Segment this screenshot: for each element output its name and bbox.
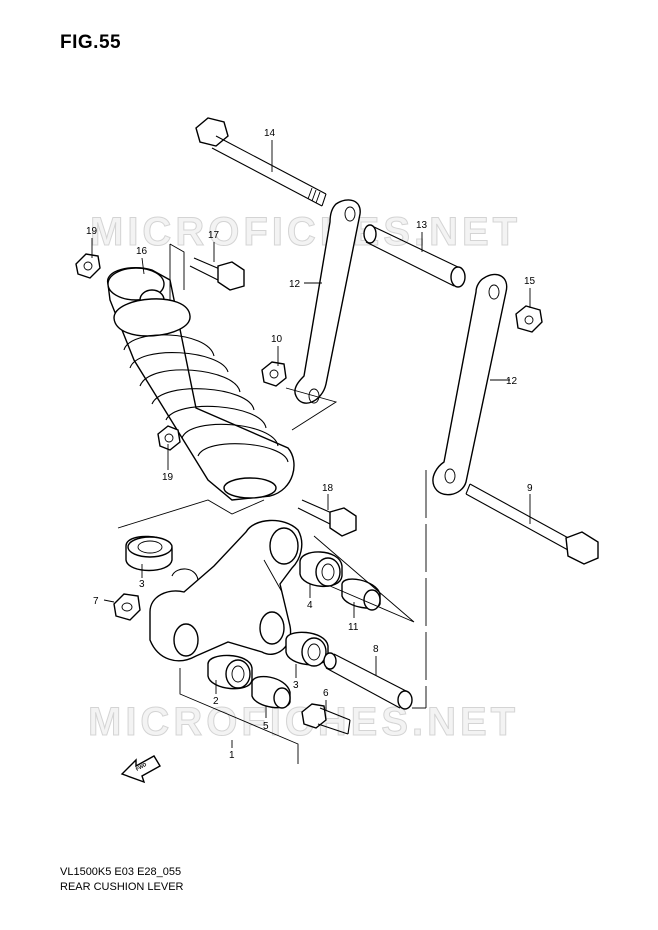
part-2-bushing[interactable] (207, 654, 253, 690)
callout-labels: 14 13 12 19 16 17 15 10 12 19 18 9 3 4 1… (86, 128, 536, 761)
callout-19-upper[interactable]: 19 (86, 226, 98, 237)
part-14-bolt[interactable] (195, 117, 327, 207)
part-5-collar[interactable] (251, 675, 291, 709)
part-15-nut[interactable] (515, 305, 543, 333)
part-18-bolt[interactable] (297, 499, 357, 537)
part-17-bolt[interactable] (189, 257, 245, 291)
part-10-nut[interactable] (261, 361, 287, 387)
callout-2[interactable]: 2 (213, 696, 219, 707)
callout-3-right[interactable]: 3 (293, 680, 299, 691)
callout-16[interactable]: 16 (136, 246, 148, 257)
callout-11[interactable]: 11 (348, 622, 359, 633)
part-19-nut-lower[interactable] (157, 425, 181, 451)
figure-name: REAR CUSHION LEVER (60, 881, 184, 893)
part-13-spacer-tube[interactable] (363, 224, 466, 288)
part-1-cushion-lever[interactable] (149, 519, 303, 662)
fwd-arrow-icon: FWD (120, 755, 161, 784)
part-12-link-plate-left[interactable] (294, 199, 361, 404)
part-3-bushing-right[interactable] (285, 631, 329, 667)
callout-17[interactable]: 17 (208, 230, 220, 241)
callout-15[interactable]: 15 (524, 276, 536, 287)
callout-14[interactable]: 14 (264, 128, 276, 139)
part-7-nut[interactable] (113, 593, 141, 621)
part-6-bolt[interactable] (301, 703, 351, 735)
part-3-bushing-left[interactable] (125, 535, 173, 572)
callout-18[interactable]: 18 (322, 483, 334, 494)
leader-lines (91, 140, 531, 748)
callout-7[interactable]: 7 (93, 596, 99, 607)
callout-19-lower[interactable]: 19 (162, 472, 174, 483)
fwd-label: FWD (135, 762, 148, 773)
callout-12-left[interactable]: 12 (289, 279, 301, 290)
part-8-shaft[interactable] (323, 652, 413, 710)
assembly-guide-lines (117, 243, 427, 764)
callout-5[interactable]: 5 (263, 721, 269, 732)
part-4-bushing[interactable] (299, 551, 343, 588)
callout-6[interactable]: 6 (323, 688, 329, 699)
watermark-bottom: MICROFICHES.NET (87, 700, 519, 745)
part-16-shock-absorber[interactable] (107, 267, 295, 501)
callout-8[interactable]: 8 (373, 644, 379, 655)
part-11-collar[interactable] (341, 578, 381, 611)
callout-10[interactable]: 10 (271, 334, 283, 345)
part-19-nut-upper[interactable] (75, 253, 101, 279)
callout-12-right[interactable]: 12 (506, 376, 518, 387)
watermark-top: MICROFICHES.NET (89, 210, 522, 255)
callout-9[interactable]: 9 (527, 483, 533, 494)
figure-code: VL1500K5 E03 E28_055 (60, 866, 182, 878)
callout-3-left[interactable]: 3 (139, 579, 145, 590)
callout-4[interactable]: 4 (307, 600, 313, 611)
callout-1[interactable]: 1 (229, 750, 235, 761)
part-9-bolt[interactable] (465, 483, 599, 565)
figure-title: FIG.55 (60, 32, 122, 53)
part-12-link-plate-right[interactable] (432, 273, 508, 496)
callout-13[interactable]: 13 (416, 220, 428, 231)
